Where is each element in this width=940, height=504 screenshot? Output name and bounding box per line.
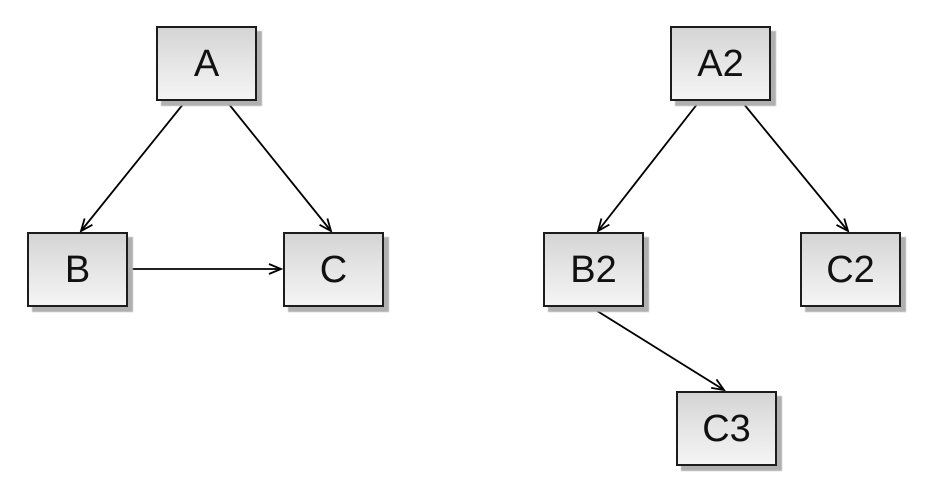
node-b-label: B <box>64 248 91 291</box>
node-a[interactable]: A <box>156 26 257 101</box>
node-b2[interactable]: B2 <box>543 232 644 307</box>
node-a2-label: A2 <box>697 42 744 85</box>
node-c2-label: C2 <box>826 248 875 291</box>
edge-a2-b2 <box>598 102 699 231</box>
node-b[interactable]: B <box>27 232 128 307</box>
node-c3[interactable]: C3 <box>676 391 777 466</box>
edge-a2-c2 <box>742 102 848 231</box>
edge-a-c <box>227 102 331 231</box>
node-a2[interactable]: A2 <box>670 26 771 101</box>
node-c2[interactable]: C2 <box>800 232 901 307</box>
node-c-label: C <box>319 248 348 291</box>
node-c[interactable]: C <box>283 232 384 307</box>
edge-b2-c3 <box>593 308 724 390</box>
node-a-label: A <box>193 42 220 85</box>
edge-a-b <box>81 102 185 231</box>
node-c3-label: C3 <box>702 407 751 450</box>
node-b2-label: B2 <box>570 248 617 291</box>
